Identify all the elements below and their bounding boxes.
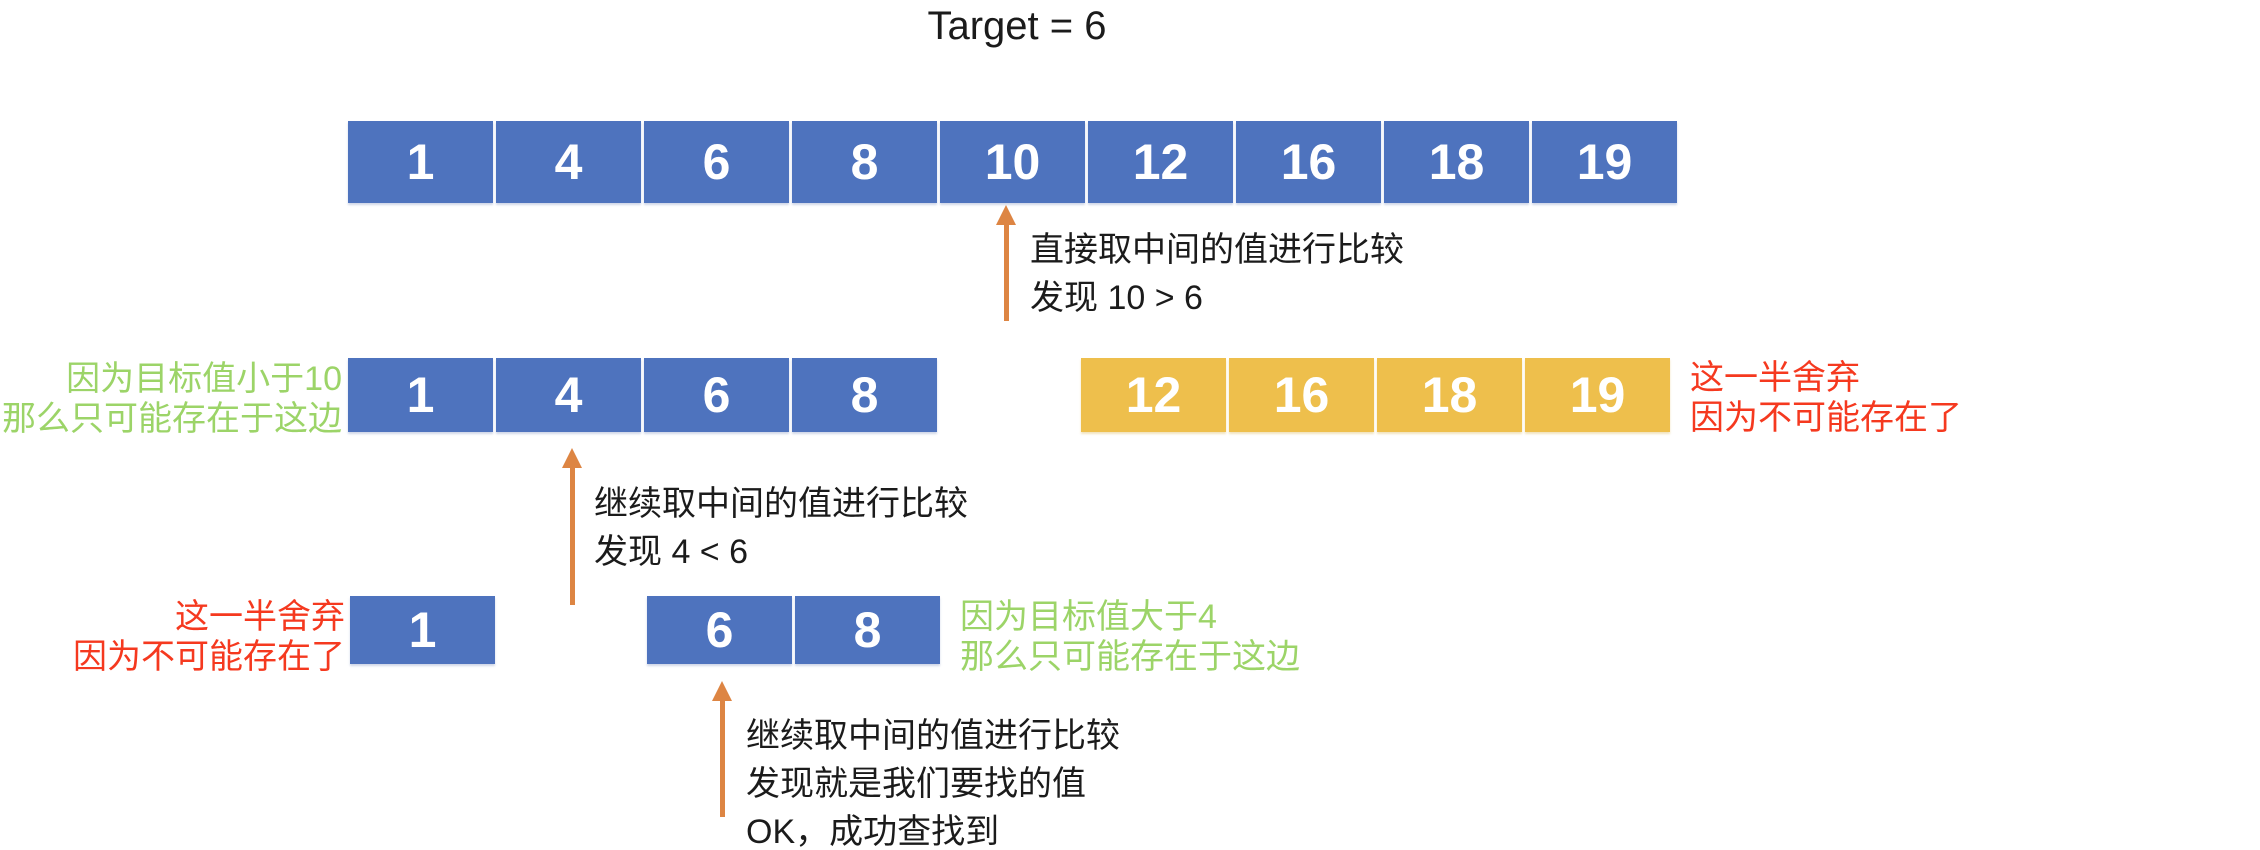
array-cell-discarded: 19 <box>1525 358 1670 432</box>
step2-keep-note-line2: 那么只可能存在于这边 <box>2 400 342 438</box>
up-arrow-icon <box>996 205 1016 321</box>
step2-discard-note-line2: 因为不可能存在了 <box>1690 399 1962 437</box>
step1-note: 直接取中间的值进行比较 发现 10 > 6 <box>1030 226 1404 322</box>
array-cell: 12 <box>1088 121 1233 203</box>
array-cell: 6 <box>644 358 789 432</box>
array-cell: 1 <box>348 121 493 203</box>
step3-note-line3: OK，成功查找到 <box>746 813 1000 850</box>
step3-note: 继续取中间的值进行比较 发现就是我们要找的值 OK，成功查找到 <box>746 712 1120 850</box>
array-cell-discarded: 12 <box>1081 358 1226 432</box>
step1-array: 1 4 6 8 10 12 16 18 19 <box>348 121 1677 203</box>
array-cell: 1 <box>348 358 493 432</box>
up-arrow-icon <box>562 448 582 605</box>
step3-discard-note: 这一半舍弃 因为不可能存在了 <box>0 597 345 677</box>
step2-keep-note: 因为目标值小于10 那么只可能存在于这边 <box>0 359 342 439</box>
step2-discard-note-line1: 这一半舍弃 <box>1690 359 1860 397</box>
arrow-stem <box>569 468 575 605</box>
step3-keep-note: 因为目标值大于4 那么只可能存在于这边 <box>960 597 1300 677</box>
array-cell: 6 <box>644 121 789 203</box>
arrow-head <box>712 681 732 701</box>
up-arrow-icon <box>712 681 732 817</box>
array-cell-middle: 4 <box>496 358 641 432</box>
array-cell-discarded: 16 <box>1229 358 1374 432</box>
array-cell: 19 <box>1532 121 1677 203</box>
step3-discard-note-line2: 因为不可能存在了 <box>73 638 345 676</box>
step3-discarded-array: 1 <box>350 596 495 664</box>
step1-note-line2: 发现 10 > 6 <box>1030 279 1203 317</box>
array-cell: 4 <box>496 121 641 203</box>
array-cell-middle: 10 <box>940 121 1085 203</box>
array-cell: 8 <box>792 358 937 432</box>
step3-discard-note-line1: 这一半舍弃 <box>175 598 345 636</box>
arrow-stem <box>1003 225 1009 321</box>
array-cell: 16 <box>1236 121 1381 203</box>
step3-keep-note-line1: 因为目标值大于4 <box>960 598 1217 636</box>
array-cell: 8 <box>795 596 940 664</box>
arrow-head <box>562 448 582 468</box>
step2-kept-array: 1 4 6 8 <box>348 358 937 432</box>
step2-keep-note-line1: 因为目标值小于10 <box>66 360 342 398</box>
array-cell: 18 <box>1384 121 1529 203</box>
step3-keep-note-line2: 那么只可能存在于这边 <box>960 638 1300 676</box>
step2-note-line2: 发现 4 < 6 <box>594 533 749 571</box>
step2-discarded-array: 12 16 18 19 <box>1081 358 1670 432</box>
step2-note: 继续取中间的值进行比较 发现 4 < 6 <box>594 480 968 576</box>
array-cell-discarded: 18 <box>1377 358 1522 432</box>
diagram-title: Target = 6 <box>927 4 1107 48</box>
step1-note-line1: 直接取中间的值进行比较 <box>1030 231 1404 269</box>
array-cell-middle: 6 <box>647 596 792 664</box>
arrow-stem <box>719 701 725 817</box>
step2-discard-note: 这一半舍弃 因为不可能存在了 <box>1690 358 1962 438</box>
step2-note-line1: 继续取中间的值进行比较 <box>594 485 968 523</box>
step3-note-line1: 继续取中间的值进行比较 <box>746 717 1120 755</box>
array-cell: 1 <box>350 596 495 664</box>
array-cell: 8 <box>792 121 937 203</box>
step3-kept-array: 6 8 <box>647 596 940 664</box>
arrow-head <box>996 205 1016 225</box>
step3-note-line2: 发现就是我们要找的值 <box>746 765 1086 803</box>
